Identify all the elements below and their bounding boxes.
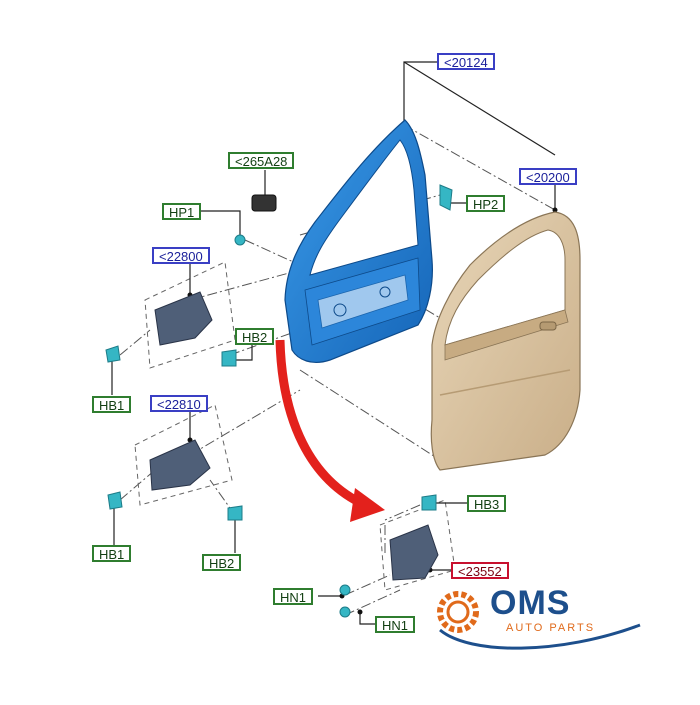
part-label-23552-highlighted: <23552 bbox=[451, 562, 509, 579]
logo-wordmark: OMS bbox=[490, 584, 571, 622]
logo-tagline: AUTO PARTS bbox=[506, 622, 596, 634]
switch-part bbox=[251, 194, 277, 212]
hp1-plug bbox=[234, 234, 246, 246]
hardware-label-hb2-lower: HB2 bbox=[202, 554, 242, 571]
hardware-label-hn1-upper: HN1 bbox=[273, 588, 314, 605]
part-label-22810: <22810 bbox=[150, 395, 208, 412]
hardware-parts bbox=[105, 184, 453, 618]
hardware-label-hb3: HB3 bbox=[467, 495, 507, 512]
hardware-label-hb2-upper: HB2 bbox=[235, 328, 275, 345]
hb2-bolt-lower bbox=[227, 505, 243, 521]
hardware-label-hb1-lower: HB1 bbox=[92, 545, 132, 562]
outer-door-panel bbox=[430, 211, 581, 471]
hardware-label-hp1: HP1 bbox=[162, 203, 202, 220]
part-label-22800: <22800 bbox=[152, 247, 210, 264]
door-check-strap bbox=[389, 524, 439, 581]
part-label-20200: <20200 bbox=[519, 168, 577, 185]
hb3-bolt bbox=[421, 494, 437, 511]
leader-lines bbox=[111, 61, 556, 625]
hardware-label-hn1-lower: HN1 bbox=[375, 616, 416, 633]
hb1-bolt-lower bbox=[107, 491, 123, 510]
hardware-label-hb1-upper: HB1 bbox=[92, 396, 132, 413]
part-label-265a28: <265A28 bbox=[228, 152, 295, 169]
hb2-bolt-upper bbox=[221, 349, 237, 367]
hn1-nut-upper bbox=[339, 584, 351, 596]
logo-gear-icon bbox=[437, 591, 641, 650]
oms-logo: OMS AUTO PARTS bbox=[430, 582, 660, 642]
upper-hinge bbox=[154, 291, 213, 346]
hn1-nut-lower bbox=[339, 606, 351, 618]
lower-hinge bbox=[149, 439, 211, 491]
part-label-20124: <20124 bbox=[437, 53, 495, 70]
hp2-plug bbox=[439, 184, 453, 211]
hardware-label-hp2: HP2 bbox=[466, 195, 506, 212]
door-inner-frame bbox=[284, 119, 433, 363]
red-direction-arrow bbox=[275, 339, 385, 522]
hb1-bolt-upper bbox=[105, 345, 121, 363]
